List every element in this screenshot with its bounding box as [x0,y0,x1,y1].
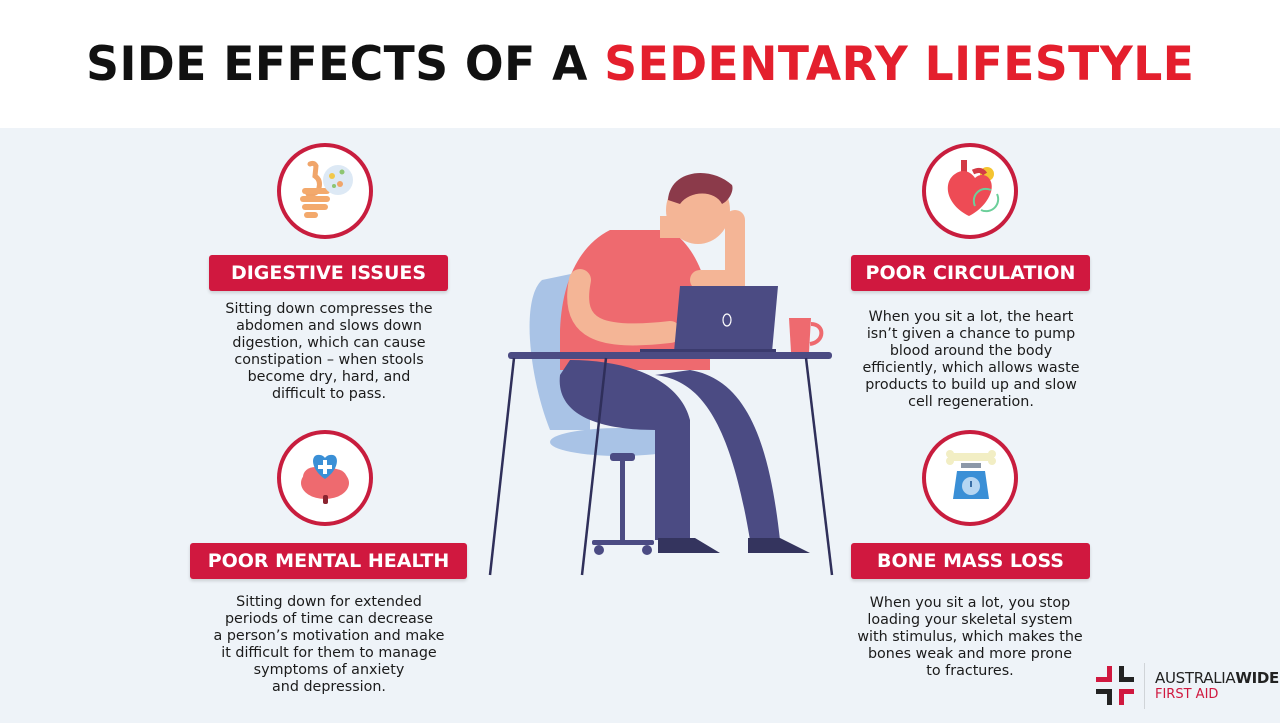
poor-mental-health-description: Sitting down for extended periods of tim… [213,594,445,695]
bone-mass-loss-label: BONE MASS LOSS [851,543,1090,579]
logo-divider [1144,663,1145,709]
page-title: SIDE EFFECTS OF A SEDENTARY LIFESTYLE [86,37,1194,92]
digestive-system-icon [300,160,353,218]
circulation-icon-circle [922,143,1018,239]
logo-australia: AUSTRALIA [1155,669,1236,687]
poor-mental-health-label: POOR MENTAL HEALTH [190,543,467,579]
logo-first-aid: FIRST AID [1155,687,1219,702]
sedentary-man-illustration [488,173,834,576]
digestive-issues-description: Sitting down compresses the abdomen and … [225,301,433,402]
heart-circulation-icon [947,160,1000,216]
cross-logo-icon [1096,666,1134,705]
poor-circulation-description: When you sit a lot, the heart isn’t give… [862,309,1080,410]
poor-circulation-label: POOR CIRCULATION [851,255,1090,291]
logo-line1: AUSTRALIAWIDE [1155,670,1279,687]
logo-text: AUSTRALIAWIDE FIRST AID [1155,670,1279,703]
bone-icon-circle [922,430,1018,526]
bone-scale-icon [946,450,996,499]
logo-wide: WIDE [1235,669,1279,687]
bone-mass-loss-description: When you sit a lot, you stop loading you… [857,595,1083,679]
brain-heart-icon [301,454,349,504]
digestive-icon-circle [277,143,373,239]
title-part-red: SEDENTARY LIFESTYLE [604,36,1195,92]
title-part-black: SIDE EFFECTS OF A [85,36,605,92]
header: SIDE EFFECTS OF A SEDENTARY LIFESTYLE [0,0,1280,128]
digestive-issues-label: DIGESTIVE ISSUES [209,255,448,291]
mental-health-icon-circle [277,430,373,526]
australia-wide-first-aid-logo: AUSTRALIAWIDE FIRST AID [1096,663,1279,709]
content-panel: DIGESTIVE ISSUES Sitting down compresses… [0,128,1280,723]
